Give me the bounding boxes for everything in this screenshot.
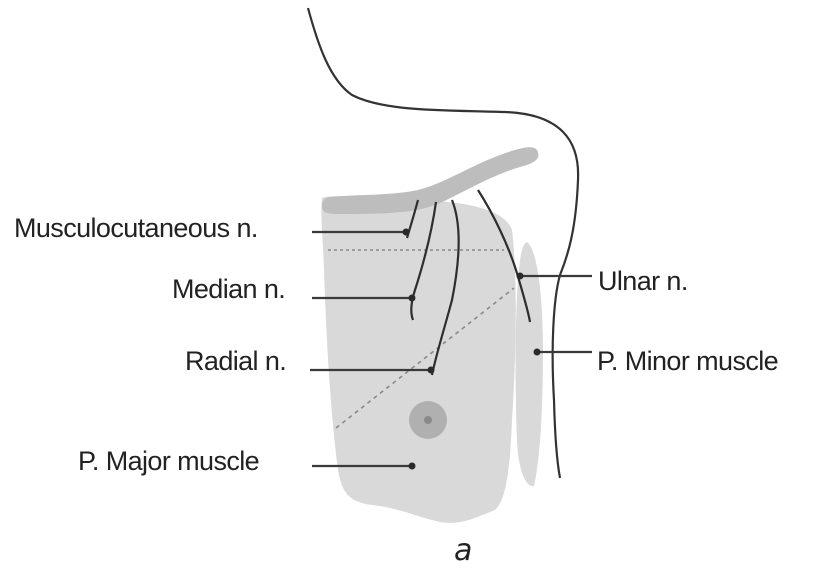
leader-dot-radial <box>428 367 435 374</box>
panel-label: a <box>454 533 472 568</box>
label-ulnar: Ulnar n. <box>598 266 688 296</box>
leader-dot-ulnar <box>517 273 524 280</box>
leader-dot-pminor <box>534 349 541 356</box>
leader-dot-musculocutaneous <box>403 229 410 236</box>
clavicle <box>322 147 538 214</box>
leader-dot-pmajor <box>409 463 416 470</box>
label-pmajor: P. Major muscle <box>78 446 259 476</box>
label-radial: Radial n. <box>185 346 286 376</box>
label-median: Median n. <box>172 274 285 304</box>
leader-dot-median <box>409 295 416 302</box>
label-pminor: P. Minor muscle <box>597 346 778 376</box>
label-musculocutaneous: Musculocutaneous n. <box>14 213 258 243</box>
pectoralis-major-muscle <box>321 196 515 523</box>
target-center <box>424 416 432 424</box>
